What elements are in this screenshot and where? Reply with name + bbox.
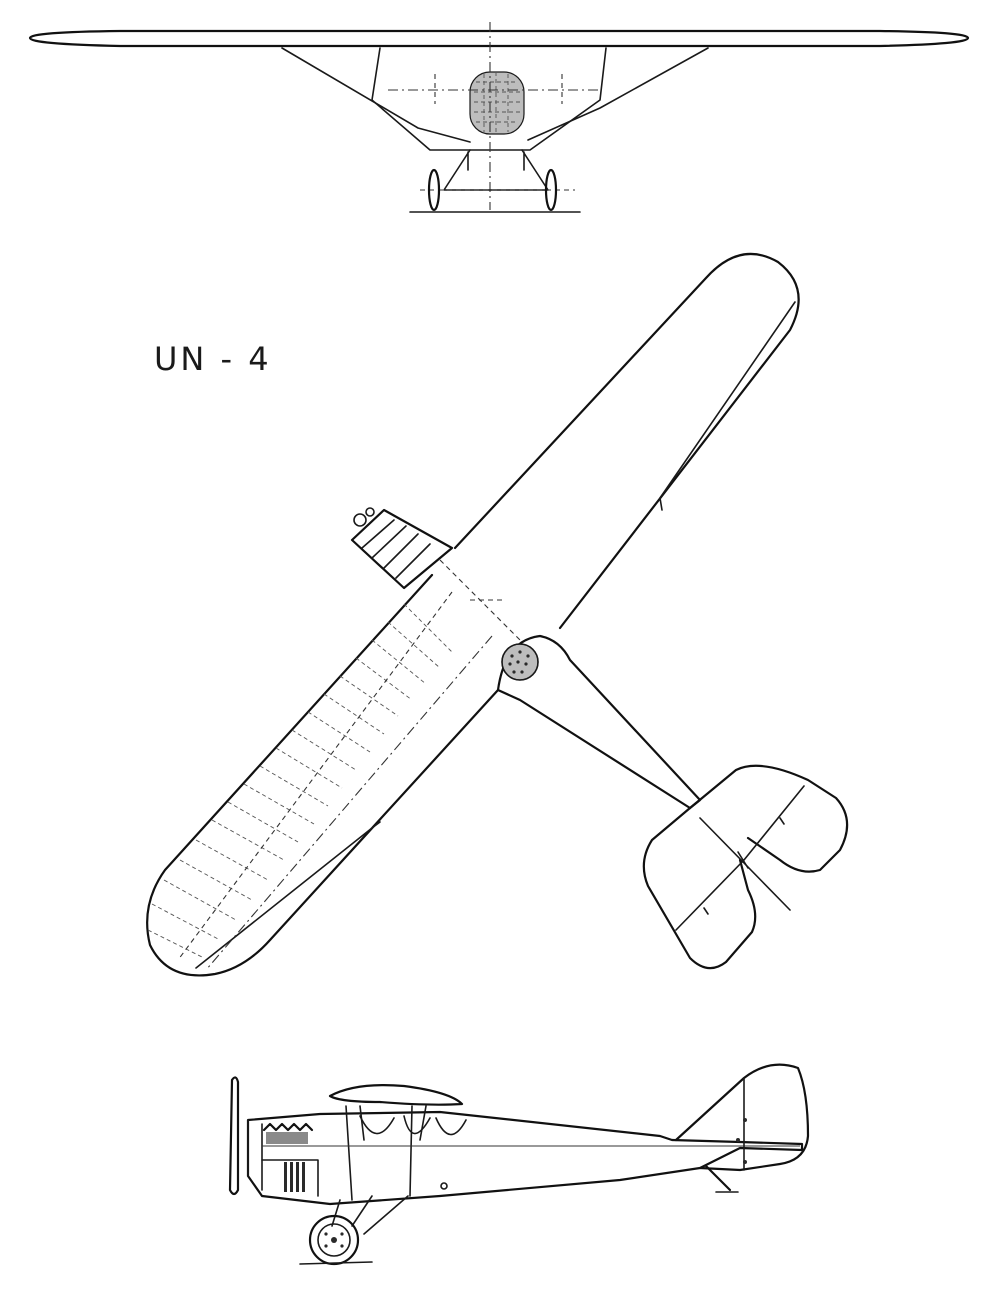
top-left-aileron (195, 821, 381, 969)
side-upper-wing (328, 1084, 464, 1106)
front-wing (28, 29, 970, 48)
side-fuselage (246, 1110, 804, 1206)
side-fin-rudder (674, 1063, 810, 1172)
top-left-wing-ribs (147, 603, 453, 959)
top-tailplane (688, 764, 849, 873)
side-cockpits (359, 1115, 467, 1136)
aircraft-designation-label: UN - 4 (154, 340, 272, 378)
side-cabane-struts (345, 1105, 427, 1201)
side-propeller (228, 1076, 240, 1196)
front-engine (469, 71, 525, 135)
top-elevator-left (642, 806, 757, 970)
front-fuselage (371, 47, 607, 151)
front-left-wheel (427, 168, 441, 212)
front-landing-gear (443, 149, 549, 191)
side-wheel (308, 1214, 360, 1266)
top-left-wing (146, 573, 500, 977)
side-ground-line (299, 1261, 373, 1265)
front-left-strut (281, 47, 471, 143)
side-landing-gear (331, 1195, 409, 1235)
side-louvres (284, 1162, 305, 1192)
front-view (28, 22, 970, 213)
top-right-wing (453, 252, 800, 630)
front-right-strut (527, 47, 709, 141)
top-left-rear-spar (205, 635, 493, 971)
side-view (228, 1063, 810, 1266)
front-right-wheel (544, 168, 558, 212)
top-view (146, 252, 849, 977)
top-left-front-spar (177, 591, 453, 961)
top-right-aileron (659, 301, 796, 511)
side-engine-fins (262, 1122, 314, 1132)
top-engine (350, 507, 454, 590)
side-tail-skid (704, 1164, 732, 1192)
